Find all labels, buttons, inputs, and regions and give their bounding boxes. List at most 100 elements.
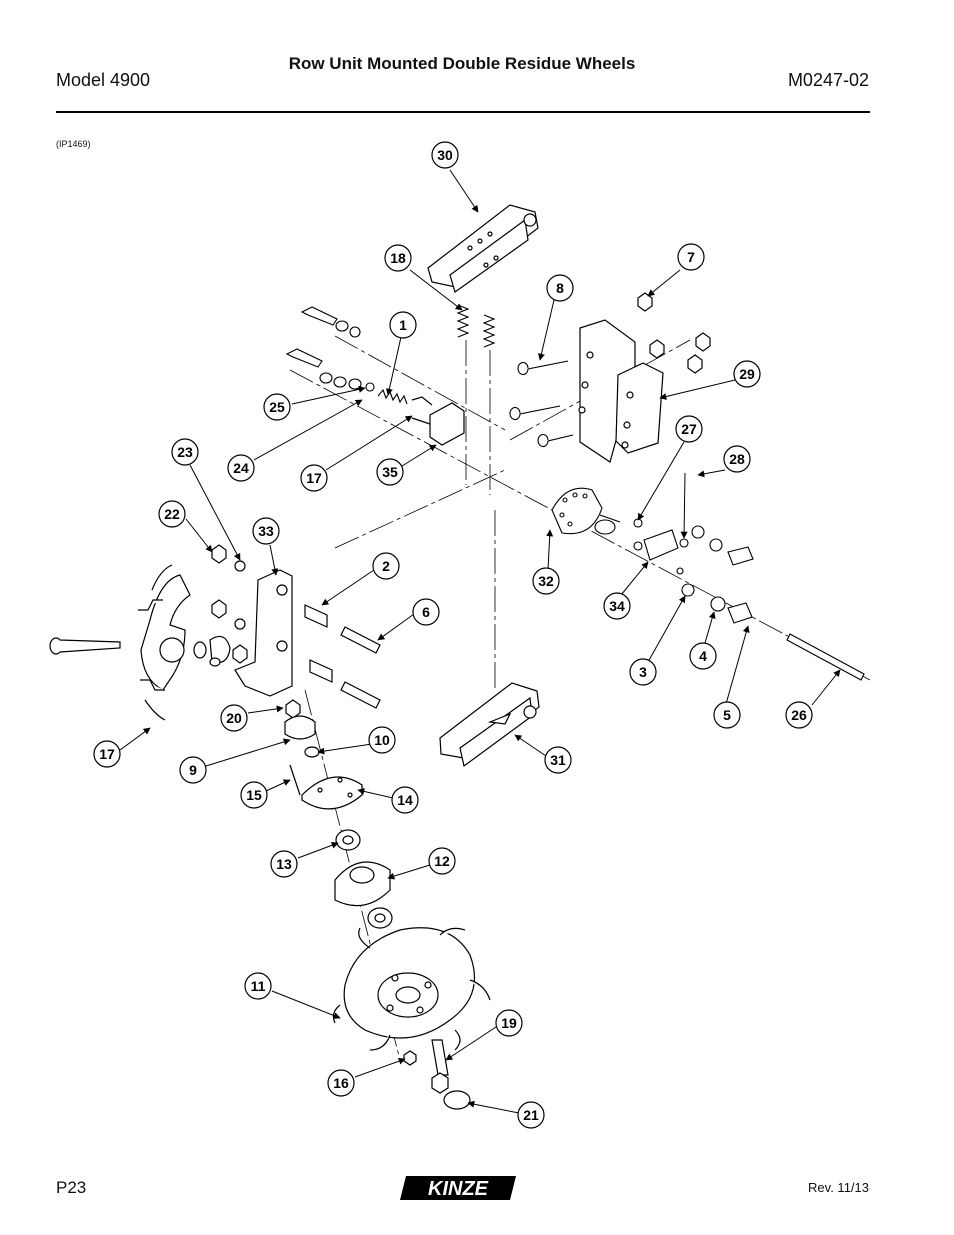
callout-circle: [327, 1069, 355, 1097]
callout-number: 19: [501, 1015, 517, 1031]
callout-circle: [785, 701, 813, 729]
callout-circle: [495, 1009, 523, 1037]
mount-arm-part: [211, 544, 381, 709]
callout-c19: 19: [495, 1009, 523, 1037]
callout-c33: 33: [252, 517, 280, 545]
revision-date: Rev. 11/13: [808, 1180, 869, 1195]
callout-number: 13: [276, 856, 292, 872]
callout-c28: 28: [723, 445, 751, 473]
callout-c32: 32: [532, 567, 560, 595]
callout-circle: [270, 850, 298, 878]
callout-circle: [244, 972, 272, 1000]
callout-c23: 23: [171, 438, 199, 466]
leader-lines: [119, 169, 841, 1114]
callout-c35: 35: [376, 458, 404, 486]
callout-circle: [544, 746, 572, 774]
callout-number: 4: [699, 648, 707, 664]
callout-circle: [240, 781, 268, 809]
callout-c3: 3: [629, 658, 657, 686]
upper-arm-part: [427, 204, 539, 293]
callout-c17b: 17: [93, 740, 121, 768]
callout-circle: [689, 642, 717, 670]
callout-number: 7: [687, 249, 695, 265]
callout-c21: 21: [517, 1101, 545, 1129]
spring-part: [456, 304, 496, 348]
callout-c26: 26: [785, 701, 813, 729]
carriage-bolts: [509, 360, 574, 448]
callout-c24: 24: [227, 454, 255, 482]
callout-c5: 5: [713, 701, 741, 729]
callout-circle: [733, 360, 761, 388]
hub-assembly: [284, 699, 393, 929]
callout-c13: 13: [270, 850, 298, 878]
callout-circle: [171, 438, 199, 466]
callout-number: 11: [251, 978, 266, 994]
callout-circle: [677, 243, 705, 271]
callout-c27: 27: [675, 415, 703, 443]
callout-c4: 4: [689, 642, 717, 670]
callout-number: 2: [382, 558, 390, 574]
callout-number: 20: [226, 710, 242, 726]
callout-circle: [391, 786, 419, 814]
callout-c16: 16: [327, 1069, 355, 1097]
callout-c7: 7: [677, 243, 705, 271]
callout-c22: 22: [158, 500, 186, 528]
callout-c17a: 17: [300, 464, 328, 492]
callout-number: 15: [246, 787, 262, 803]
callout-circle: [629, 658, 657, 686]
callout-circle: [220, 704, 248, 732]
header-rule: [56, 111, 870, 113]
callout-circle: [431, 141, 459, 169]
callout-c29: 29: [733, 360, 761, 388]
callout-number: 32: [538, 573, 554, 589]
callout-number: 18: [390, 250, 406, 266]
callout-number: 3: [639, 664, 647, 680]
callout-number: 29: [739, 366, 755, 382]
callout-number: 10: [374, 732, 390, 748]
callout-number: 24: [233, 460, 249, 476]
callout-number: 28: [729, 451, 745, 467]
callout-circle: [263, 393, 291, 421]
callout-c14: 14: [391, 786, 419, 814]
callout-number: 17: [306, 470, 322, 486]
left-residue-wheel: [49, 564, 231, 721]
illustration-id: (IP1469): [56, 139, 91, 149]
callout-number: 17: [99, 746, 115, 762]
callout-number: 31: [550, 752, 566, 768]
callout-number: 23: [177, 444, 193, 460]
callout-c18: 18: [384, 244, 412, 272]
callout-number: 22: [164, 506, 180, 522]
mount-plates: [578, 292, 711, 463]
callout-circle: [227, 454, 255, 482]
callout-number: 33: [258, 523, 274, 539]
callout-number: 16: [333, 1075, 349, 1091]
document-number: M0247-02: [787, 70, 869, 90]
callout-number: 12: [434, 853, 450, 869]
callout-number: 8: [556, 280, 564, 296]
callout-c8: 8: [546, 274, 574, 302]
callout-c9: 9: [179, 756, 207, 784]
callout-number: 14: [397, 792, 413, 808]
callout-circle: [384, 244, 412, 272]
kinze-logo: KINZE: [400, 1176, 516, 1200]
callout-number: 30: [437, 147, 453, 163]
callout-number: 21: [523, 1107, 539, 1123]
callout-number: 9: [189, 762, 197, 778]
callout-number: 34: [609, 598, 625, 614]
callout-c31: 31: [544, 746, 572, 774]
callout-number: 35: [382, 464, 398, 480]
bracket-part: [411, 396, 465, 446]
callout-circle: [179, 756, 207, 784]
model-label: Model 4900: [56, 70, 151, 90]
callout-c10: 10: [368, 726, 396, 754]
callout-circle: [93, 740, 121, 768]
page-number: P23: [56, 1178, 87, 1197]
callout-c25: 25: [263, 393, 291, 421]
callout-circle: [252, 517, 280, 545]
callout-circle: [675, 415, 703, 443]
logo-text: KINZE: [428, 1178, 489, 1200]
centerline-left: [334, 469, 506, 549]
centerline-upper-right: [509, 339, 691, 441]
